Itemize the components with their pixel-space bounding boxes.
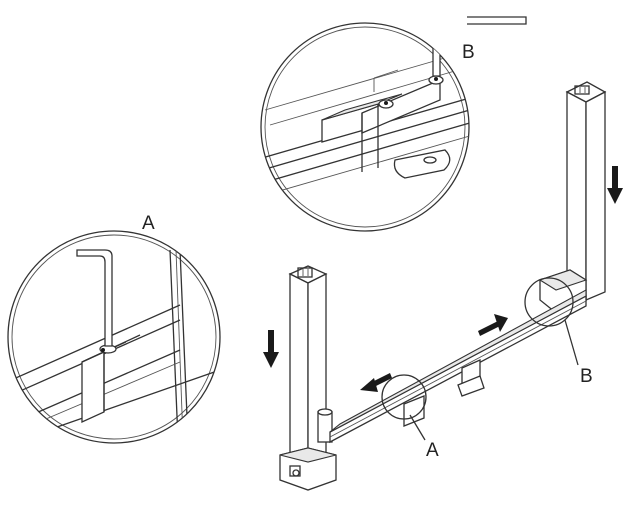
hex-key-handle <box>467 16 527 25</box>
detail-circle-a: A <box>7 213 221 444</box>
leader-line-a <box>409 414 426 441</box>
bolt <box>378 75 444 109</box>
leg-connector <box>574 85 590 95</box>
left-leg <box>279 265 337 491</box>
callout-circle-b <box>524 277 574 327</box>
hex-key-icon <box>432 23 469 77</box>
crossbar <box>329 289 587 444</box>
mounting-tab <box>393 149 451 179</box>
arrow-right-icon <box>478 314 508 336</box>
arrow-down-icon <box>263 330 279 368</box>
arrow-left-icon <box>360 373 392 392</box>
callout-circle-a <box>381 374 427 420</box>
desk-frame: A B <box>279 81 607 491</box>
detail-circle-b: B <box>260 16 527 232</box>
leader-line-b <box>564 319 579 366</box>
pointer-label-a: A <box>426 440 439 461</box>
arrow-down-icon <box>607 166 623 204</box>
detail-label-a: A <box>142 213 155 234</box>
leg-section <box>169 249 189 441</box>
pointer-label-b: B <box>580 366 593 387</box>
right-leg <box>538 81 607 313</box>
detail-label-b: B <box>462 42 475 63</box>
leg-connector <box>297 267 313 278</box>
hex-key-icon <box>76 249 113 347</box>
